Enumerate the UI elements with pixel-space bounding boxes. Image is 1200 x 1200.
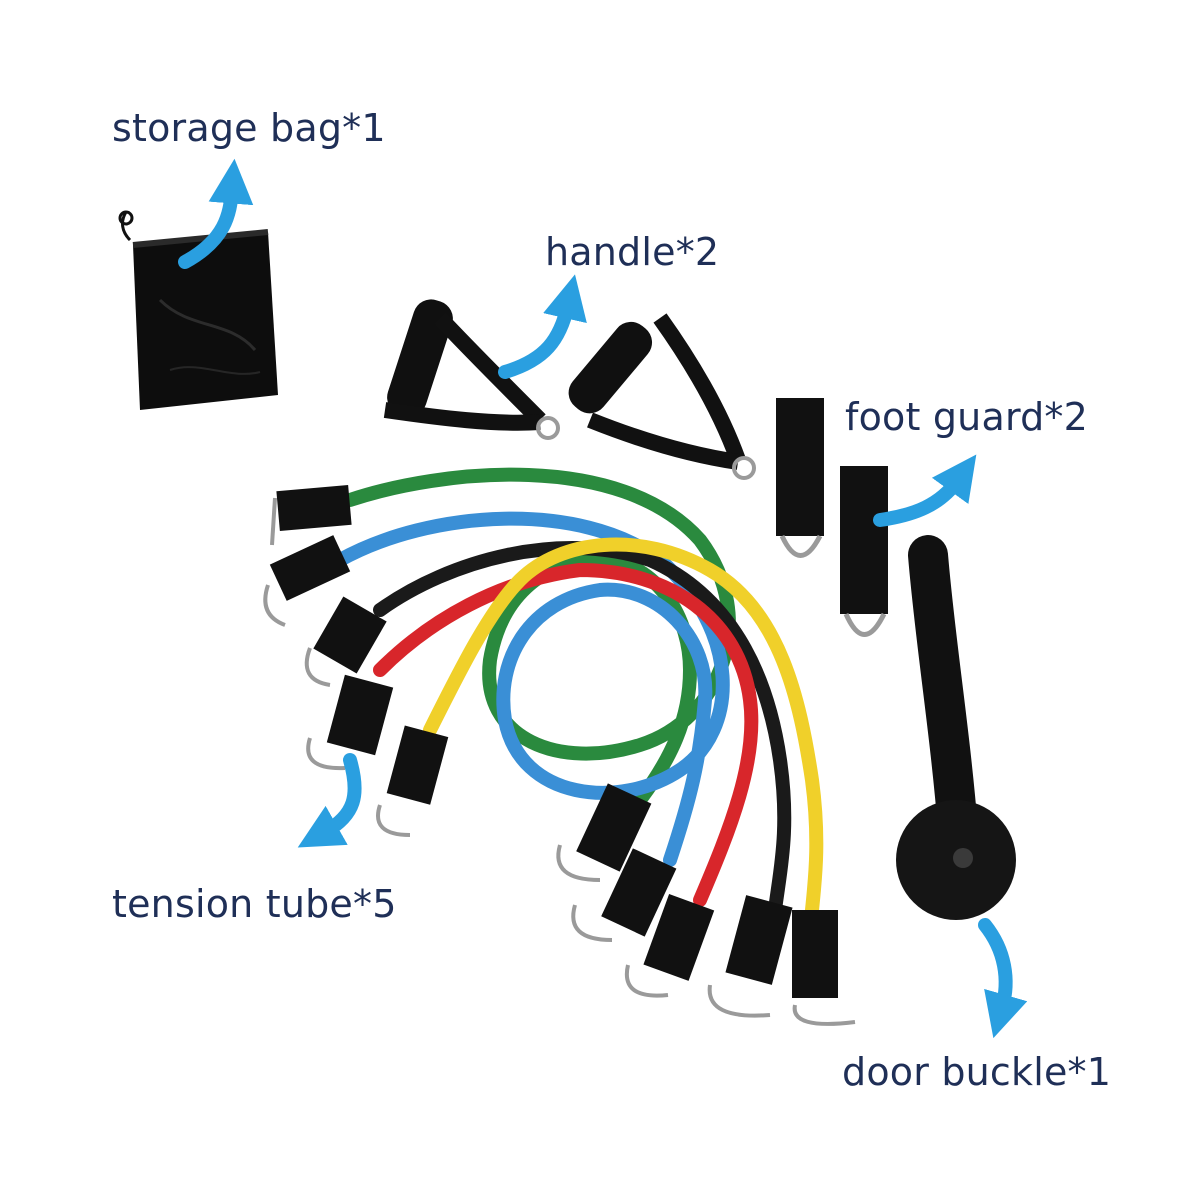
tension-tubes (333, 467, 824, 917)
tube-black (373, 541, 792, 917)
label-tension-tube: tension tube*5 (112, 882, 397, 926)
tube-yellow (423, 537, 824, 917)
label-storage-bag: storage bag*1 (112, 106, 386, 150)
label-door-buckle: door buckle*1 (842, 1050, 1112, 1094)
tube-ends-bottom (556, 783, 856, 1026)
tube-ends-left (263, 484, 449, 837)
label-foot-guard: foot guard*2 (845, 395, 1088, 439)
arrows (178, 158, 1028, 1039)
curved-arrow-icon (498, 274, 587, 379)
handle-left (383, 299, 560, 440)
curved-arrow-icon (873, 454, 977, 527)
tube-red (373, 562, 759, 907)
curved-arrow-icon (178, 158, 254, 269)
curved-arrow-icon (297, 753, 362, 848)
door-buckle (896, 535, 1016, 920)
foot-guard-1 (776, 398, 824, 558)
label-handle: handle*2 (545, 230, 720, 274)
handle-right (568, 313, 756, 480)
storage-bag (118, 210, 278, 410)
foot-guard-2 (840, 466, 888, 637)
curved-arrow-icon (978, 918, 1028, 1039)
